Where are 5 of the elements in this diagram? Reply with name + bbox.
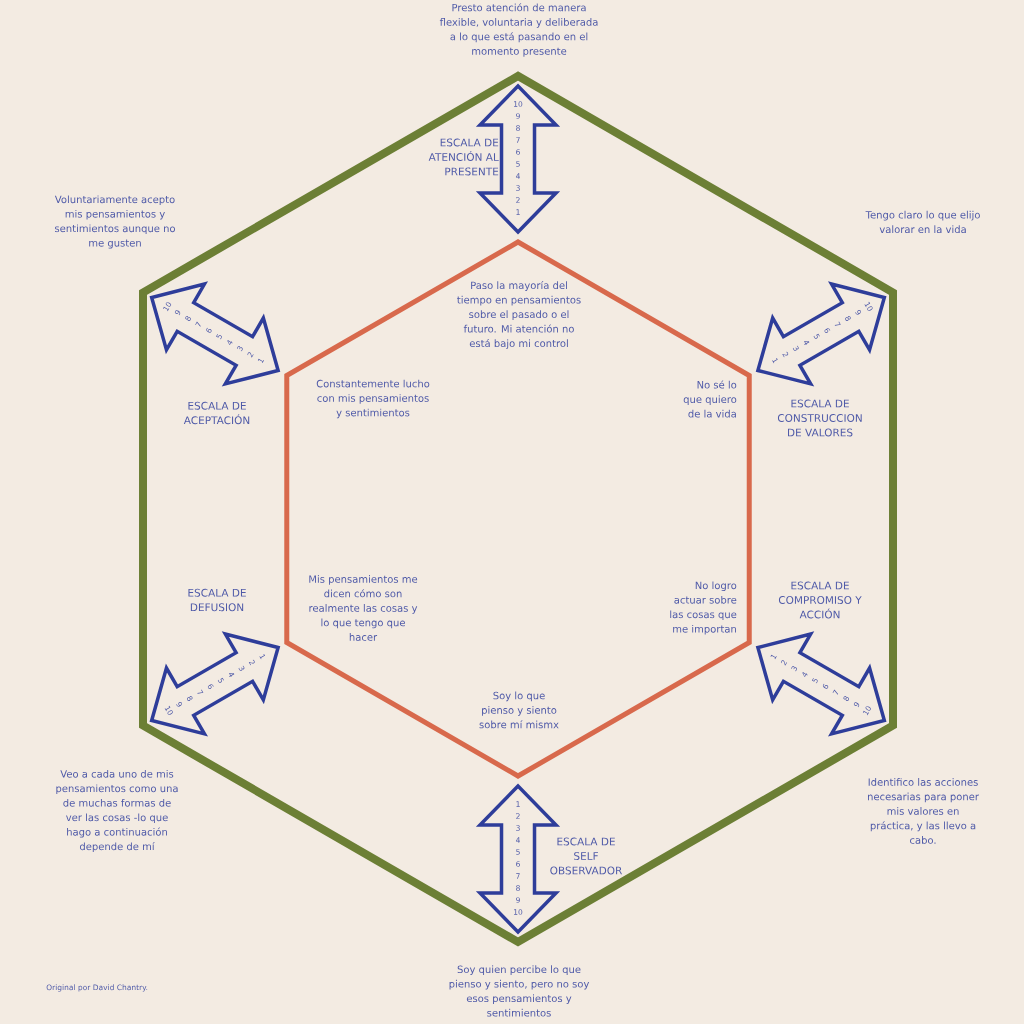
statement-text: Tengo claro lo que elijo valorar en la vida — [865, 210, 980, 234]
statement-text: Voluntariamente acepto mis pensamientos y sentimientos aunque no me gusten — [54, 195, 175, 249]
statement-text: Soy quien percibe lo que pienso y siento, pero no soy esos pensamientos y sentimientos — [449, 965, 590, 1017]
statement-text: Presto atención de manera flexible, voluntaria y deliberada a lo que está pasando en el momento presente — [439, 3, 598, 57]
statement-text: Identifico las acciones necesarias para poner mis valores en práctica, y las llevo a cabo. — [868, 778, 979, 844]
